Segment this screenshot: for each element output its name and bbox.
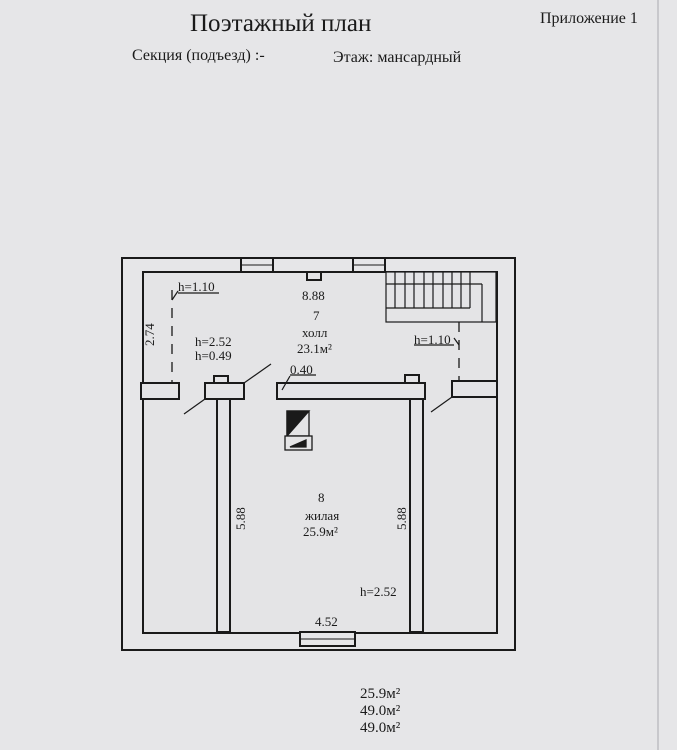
page-edge — [657, 0, 659, 750]
floor-label: Этаж: мансардный — [333, 49, 462, 66]
total-area-2: 49.0м² — [360, 703, 401, 719]
beam-left — [140, 382, 180, 400]
height-room-high: h=2.52 — [360, 584, 397, 599]
staircase — [385, 271, 497, 323]
dim-bottom-width: 4.52 — [315, 614, 338, 629]
chimney-nub — [306, 271, 322, 281]
beam-right — [451, 380, 498, 398]
window-top-left — [240, 257, 274, 273]
window-bottom — [299, 631, 356, 647]
beam-main — [276, 382, 426, 400]
knee-wall-left — [216, 398, 231, 633]
beam-nub-left — [213, 375, 229, 384]
top-wall-segment — [272, 257, 354, 273]
leader-lines — [171, 290, 460, 415]
inner-wall — [142, 271, 498, 634]
room-8-number: 8 — [318, 490, 325, 505]
dim-right-wall: 5.88 — [394, 507, 409, 530]
dim-left-height: 2.74 — [142, 323, 157, 346]
height-hall-low: h=0.49 — [195, 348, 232, 363]
room-7-name: холл — [302, 325, 328, 340]
beam-center-left — [204, 382, 245, 400]
section-label: Секция (подъезд) :- — [132, 47, 265, 64]
window-top-right — [352, 257, 386, 273]
dim-top-width: 8.88 — [302, 288, 325, 303]
height-hall-high: h=2.52 — [195, 334, 232, 349]
appendix-label: Приложение 1 — [540, 10, 638, 27]
room-7-number: 7 — [313, 308, 320, 323]
total-area-3: 49.0м² — [360, 720, 401, 736]
height-left-low: h=1.10 — [178, 279, 215, 294]
beam-nub-right — [404, 374, 420, 384]
dim-left-wall: 5.88 — [233, 507, 248, 530]
room-8-area: 25.9м² — [303, 524, 338, 539]
ventilation-symbol — [284, 410, 313, 451]
total-area-1: 25.9м² — [360, 686, 401, 702]
room-7-area: 23.1м² — [297, 341, 332, 356]
knee-wall-right — [409, 398, 424, 633]
dim-beam: 0.40 — [290, 362, 313, 377]
room-8-name: жилая — [304, 508, 339, 523]
height-right-low: h=1.10 — [414, 332, 451, 347]
page-title: Поэтажный план — [190, 10, 372, 37]
